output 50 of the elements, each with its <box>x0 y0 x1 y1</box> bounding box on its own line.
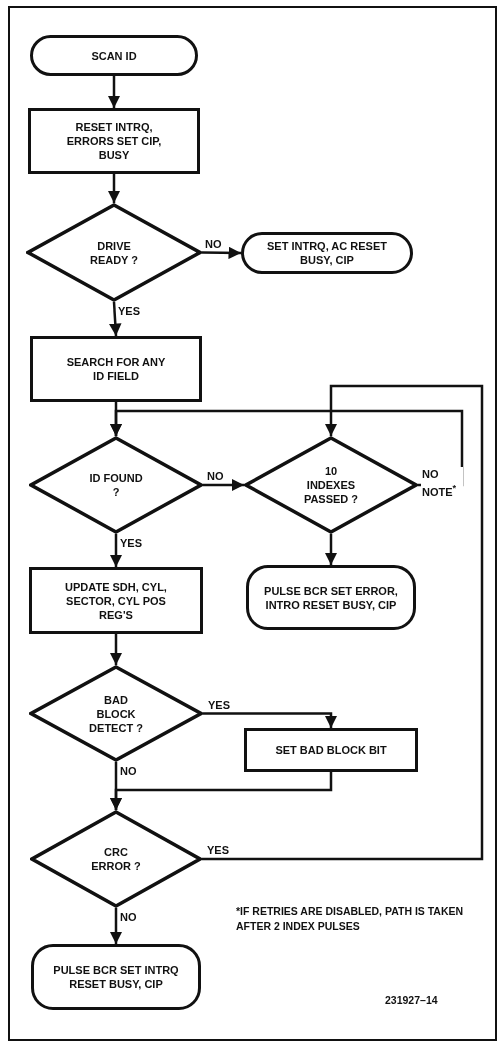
node-text: PULSE BCR SET INTRQ RESET BUSY, CIP <box>52 963 180 991</box>
terminal-box <box>31 944 201 1010</box>
arrow <box>202 384 484 861</box>
arrow <box>203 712 338 728</box>
edge-label: YES <box>117 304 141 318</box>
edge-label: NO NOTE$^{*}$ <box>421 467 463 499</box>
node-text: SCAN ID <box>91 48 137 63</box>
node-text: PULSE BCR SET ERROR, INTRO RESET BUSY, CIP <box>263 583 399 612</box>
arrow <box>109 409 464 487</box>
edge-label: NO <box>204 237 223 251</box>
node-text: SET INTRQ, AC RESET BUSY, CIP <box>267 239 387 267</box>
edge-label: YES <box>206 843 230 857</box>
decision-diamond <box>244 436 418 534</box>
process-box <box>28 108 200 174</box>
edge-label: NO <box>119 764 138 778</box>
node-text: 10 INDEXES PASSED ? <box>303 464 359 506</box>
node-text: UPDATE SDH, CYL, SECTOR, CYL POS REG'S <box>64 579 168 622</box>
arrow <box>107 174 121 203</box>
arrow <box>109 908 123 944</box>
decision-diamond <box>29 665 203 762</box>
edge-label: YES <box>119 536 143 550</box>
terminal-box <box>246 565 416 630</box>
figure-number: 231927–14 <box>385 993 438 1008</box>
arrow <box>109 772 333 810</box>
arrow <box>109 634 123 665</box>
arrow <box>109 534 123 567</box>
decision-diamond <box>30 810 202 908</box>
arrow <box>109 301 122 337</box>
node-text: RESET INTRQ, ERRORS SET CIP, BUSY <box>65 120 163 162</box>
process-box <box>29 567 203 634</box>
arrow <box>203 478 244 492</box>
node-text: CRC ERROR ? <box>90 845 142 873</box>
node-text: SEARCH FOR ANY ID FIELD <box>65 355 167 383</box>
process-box <box>244 728 418 772</box>
arrow <box>324 534 338 565</box>
decision-diamond <box>29 436 203 534</box>
arrow <box>107 76 121 108</box>
edge-label: YES <box>207 698 231 712</box>
edge-label: NO <box>206 469 225 483</box>
terminal-box <box>30 35 198 76</box>
footnote: *IF RETRIES ARE DISABLED, PATH IS TAKEN AFTER 2 INDEX PULSES <box>236 904 465 934</box>
decision-diamond <box>26 203 202 302</box>
node-text: BAD BLOCK DETECT ? <box>88 692 144 735</box>
node-text: DRIVE READY ? <box>88 238 140 267</box>
arrow <box>202 246 241 260</box>
edge-label: NO <box>119 910 138 924</box>
node-text: SET BAD BLOCK BIT <box>275 743 387 757</box>
node-text: ID FOUND ? <box>88 471 144 499</box>
process-box <box>30 336 202 402</box>
terminal-box <box>241 232 413 274</box>
